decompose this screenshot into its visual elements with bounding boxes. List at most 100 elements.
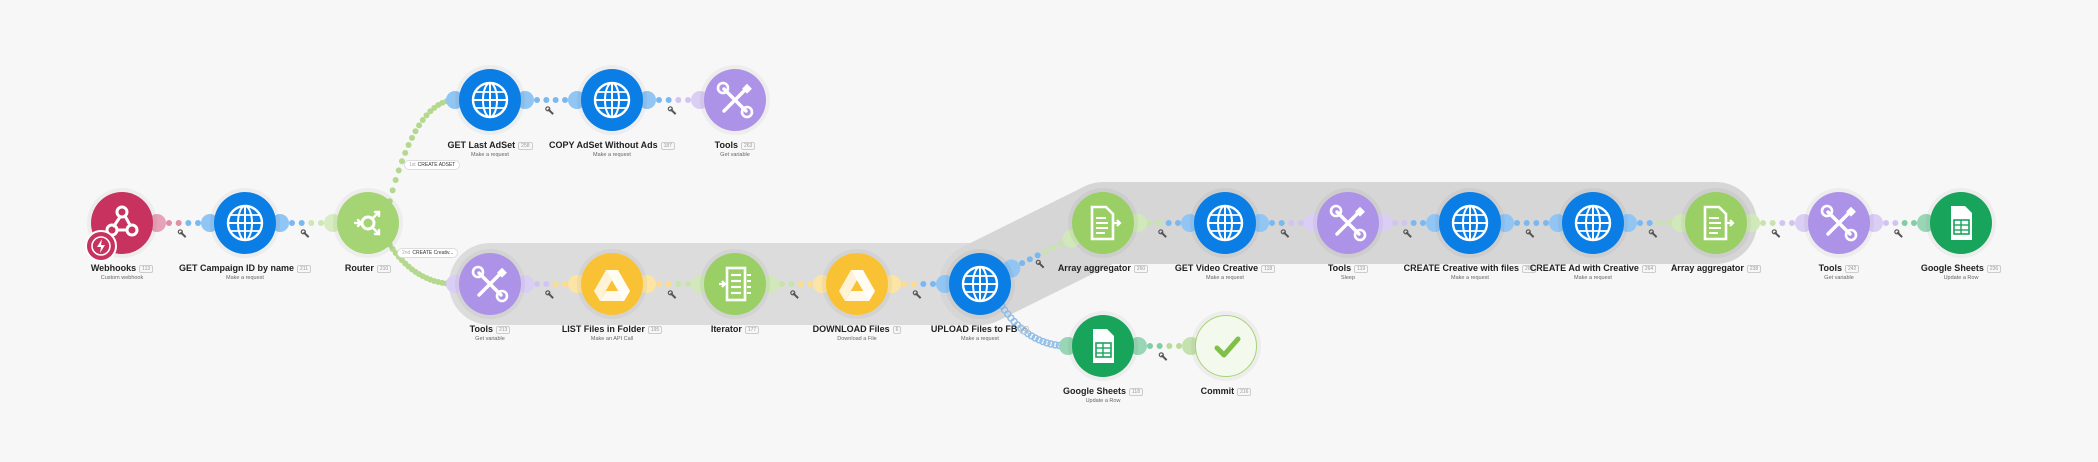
module-subtitle: Custom webhook xyxy=(100,275,144,281)
lightning-icon xyxy=(91,236,111,256)
module-bubble[interactable] xyxy=(1317,192,1379,254)
drive-icon xyxy=(839,270,875,301)
filter-wrench-icon[interactable] xyxy=(1158,229,1168,239)
globe-icon xyxy=(961,265,999,303)
module-bubble[interactable] xyxy=(581,69,643,131)
tools-icon xyxy=(1820,204,1858,242)
filter-wrench-icon[interactable] xyxy=(1525,229,1535,239)
filter-wrench-icon[interactable] xyxy=(1403,229,1413,239)
aggregator-icon xyxy=(1090,205,1122,241)
drive-icon xyxy=(594,270,630,301)
module-subtitle: Get variable xyxy=(475,336,505,342)
filter-wrench-icon[interactable] xyxy=(1771,229,1781,239)
module-id: 260 xyxy=(1133,264,1149,273)
module-id: 119 xyxy=(1354,264,1369,273)
module-bubble[interactable] xyxy=(459,69,521,131)
module-bubble[interactable] xyxy=(1072,315,1134,377)
module-bubble[interactable] xyxy=(704,253,766,315)
filter-wrench-icon[interactable] xyxy=(1648,229,1658,239)
module-bubble[interactable] xyxy=(1685,192,1747,254)
filter-wrench-icon[interactable] xyxy=(667,290,677,300)
module-bubble[interactable] xyxy=(214,192,276,254)
filter-wrench-icon[interactable] xyxy=(790,290,800,300)
globe-icon xyxy=(1451,204,1489,242)
module-subtitle: Update a Row xyxy=(1085,398,1121,404)
tools-icon xyxy=(716,81,754,119)
module-bubble[interactable] xyxy=(459,253,521,315)
module-id: 216 xyxy=(1237,387,1252,396)
module-subtitle: Make an API Call xyxy=(590,336,634,342)
module-bubble[interactable] xyxy=(1562,192,1624,254)
filter-wrench-icon[interactable] xyxy=(1035,259,1045,269)
module-id: 213 xyxy=(496,325,511,334)
module-subtitle: Get variable xyxy=(720,152,750,158)
aggregator-icon xyxy=(1703,205,1735,241)
module-bubble[interactable] xyxy=(1195,315,1257,377)
module-subtitle: Make a request xyxy=(1574,275,1612,281)
route-order: 2nd xyxy=(402,250,411,256)
filter-wrench-icon[interactable] xyxy=(545,290,555,300)
module-bubble[interactable] xyxy=(85,192,153,262)
module-bubble[interactable] xyxy=(1194,192,1256,254)
module-bubble[interactable] xyxy=(949,253,1011,315)
tools-icon xyxy=(471,265,509,303)
filter-wrench-icon[interactable] xyxy=(1894,229,1904,239)
module-bubble[interactable] xyxy=(1808,192,1870,254)
globe-icon xyxy=(593,81,631,119)
filter-wrench-icon[interactable] xyxy=(545,106,555,116)
filter-wrench-icon[interactable] xyxy=(1158,352,1168,362)
globe-icon xyxy=(226,204,264,242)
module-bubble[interactable] xyxy=(704,69,766,131)
module-id: 210 xyxy=(376,264,392,273)
module-bubble[interactable] xyxy=(337,192,399,254)
module-bubble[interactable] xyxy=(581,253,643,315)
module-id: 8 xyxy=(1020,325,1030,334)
filter-wrench-icon[interactable] xyxy=(912,290,922,300)
filter-wrench-icon[interactable] xyxy=(1280,229,1290,239)
module-bubble[interactable] xyxy=(1439,192,1501,254)
module-id: 236 xyxy=(1986,264,2002,273)
filter-wrench-icon[interactable] xyxy=(177,229,187,239)
filter-wrench-icon[interactable] xyxy=(300,229,310,239)
module-bubble[interactable] xyxy=(1930,192,1992,254)
module-bubble[interactable] xyxy=(826,253,888,315)
filter-wrench-icon[interactable] xyxy=(667,106,677,116)
module-bubble[interactable] xyxy=(1072,192,1134,254)
module-id: 113 xyxy=(139,264,154,273)
module-id: 263 xyxy=(1522,264,1537,273)
